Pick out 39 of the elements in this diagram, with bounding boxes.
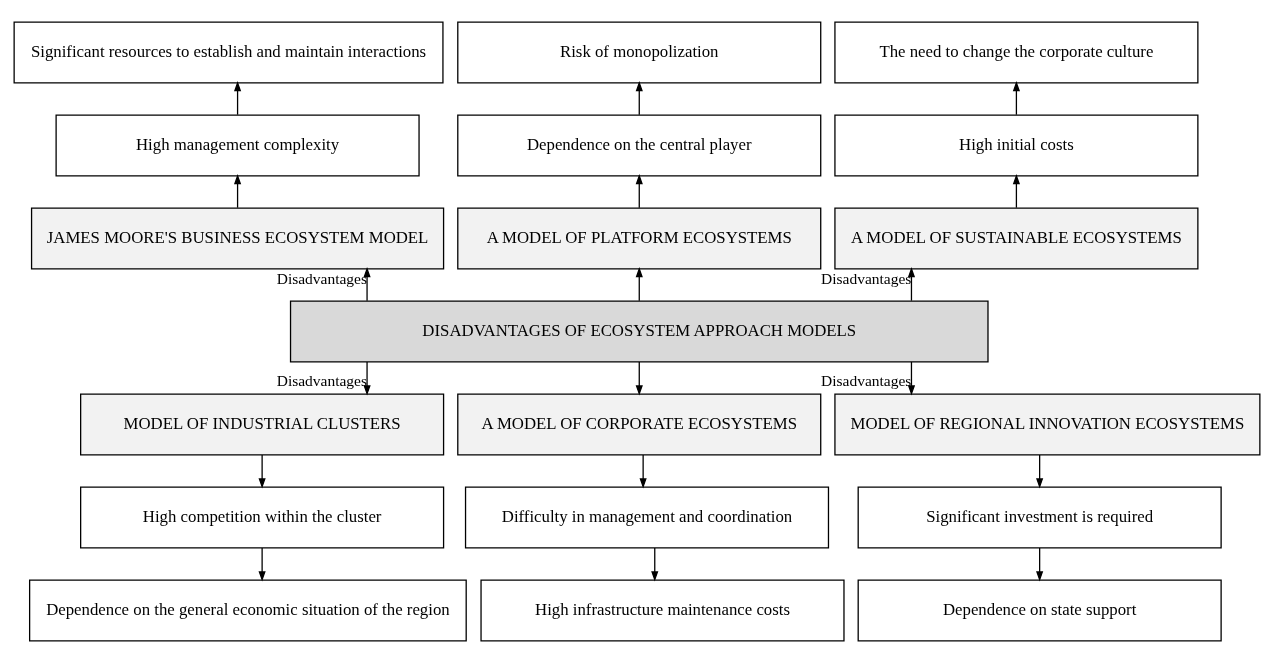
arrow xyxy=(907,360,916,396)
node-box: MODEL OF REGIONAL INNOVATION ECOSYSTEMS xyxy=(834,393,1261,455)
node-box: DISADVANTAGES OF ECOSYSTEM APPROACH MODELS xyxy=(289,300,989,362)
arrow xyxy=(1036,546,1044,582)
arrow xyxy=(258,453,266,489)
arrow xyxy=(233,80,242,115)
node-box: A MODEL OF SUSTAINABLE ECOSYSTEMS xyxy=(834,207,1199,269)
node-box: The need to change the corporate culture xyxy=(834,21,1199,83)
arrow xyxy=(907,266,916,301)
node-box: High management complexity xyxy=(55,114,420,176)
arrow xyxy=(363,266,371,301)
arrow xyxy=(635,266,643,301)
node-box: High initial costs xyxy=(834,114,1199,176)
node-box: High infrastructure maintenance costs xyxy=(480,579,845,641)
edge-label: Disadvantages xyxy=(821,269,912,287)
node-box: A MODEL OF PLATFORM ECOSYSTEMS xyxy=(457,207,822,269)
node-box: Dependence on the general economic situation of the region xyxy=(29,579,467,641)
arrow xyxy=(1012,173,1020,208)
arrow xyxy=(1036,453,1044,489)
node-box: Dependence on the central player xyxy=(457,114,822,176)
arrow xyxy=(258,546,266,582)
arrow xyxy=(1012,80,1020,115)
arrow xyxy=(635,80,643,115)
node-box: A MODEL OF CORPORATE ECOSYSTEMS xyxy=(457,393,822,455)
node-box: Significant investment is required xyxy=(857,486,1222,548)
node-box: MODEL OF INDUSTRIAL CLUSTERS xyxy=(80,393,445,455)
arrow xyxy=(651,546,659,582)
node-box: Dependence on state support xyxy=(857,579,1222,641)
arrow xyxy=(363,360,371,396)
node-box: High competition within the cluster xyxy=(80,486,445,548)
arrow xyxy=(639,453,647,489)
node-box: Risk of monopolization xyxy=(457,21,822,83)
arrow xyxy=(635,173,643,208)
node-box: Significant resources to establish and maintain interactions xyxy=(13,21,444,83)
edge-label: Disadvantages xyxy=(821,371,912,389)
node-box: JAMES MOORE'S BUSINESS ECOSYSTEM MODEL xyxy=(30,207,445,269)
arrow xyxy=(635,360,643,396)
arrow xyxy=(233,173,242,208)
node-box: Difficulty in management and coordination xyxy=(464,486,830,548)
